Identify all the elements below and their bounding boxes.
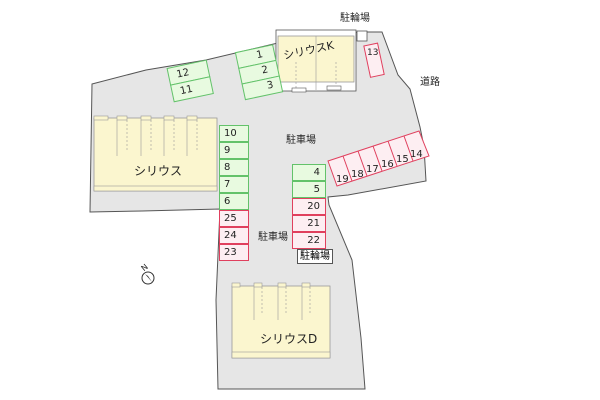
parking-slot-17: 17 — [366, 164, 379, 175]
building-sirius — [93, 115, 218, 192]
parking-slot-11: 11 — [179, 83, 194, 98]
parking-slot-15: 15 — [396, 154, 409, 165]
parking-slot-13 — [363, 42, 385, 78]
parking-slot-3: 3 — [265, 79, 275, 92]
parking-slot-14: 14 — [410, 149, 423, 160]
building-sirius-label: シリウス — [134, 164, 183, 178]
parking-slot-20: 20 — [292, 198, 326, 215]
parking-slot-16: 16 — [381, 159, 394, 170]
parking-slot-18: 18 — [351, 169, 364, 180]
parking-strip-12-11 — [166, 59, 214, 103]
parking-lower-label: 駐車場 — [258, 232, 288, 243]
parking-slot-7: 7 — [219, 176, 249, 193]
parking-slot-12: 12 — [175, 67, 191, 81]
parking-slot-4: 4 — [292, 164, 326, 181]
parking-slot-21: 21 — [292, 215, 326, 232]
parking-slot-19: 19 — [336, 174, 349, 185]
parking-slot-10: 10 — [219, 125, 249, 142]
parking-strip-1-3 — [234, 44, 284, 101]
building-sirius-k — [275, 29, 357, 93]
road-label: 道路 — [420, 77, 440, 88]
parking-slot-24: 24 — [219, 227, 249, 244]
parking-center-label: 駐車場 — [286, 135, 316, 146]
bicycle-parking-mid-label: 駐輪場 — [297, 249, 333, 264]
parking-slot-5: 5 — [292, 181, 326, 198]
parking-slot-1: 1 — [255, 49, 264, 62]
parking-slot-8: 8 — [219, 159, 249, 176]
parking-strip-19-14 — [327, 130, 430, 187]
bicycle-parking-top-label: 駐輪場 — [340, 13, 370, 24]
parking-slot-22: 22 — [292, 232, 326, 249]
north-arrow-icon — [141, 271, 155, 285]
bike-shed-top — [356, 30, 368, 42]
parking-slot-23: 23 — [219, 244, 249, 261]
parking-slot-9: 9 — [219, 142, 249, 159]
parking-slot-6: 6 — [219, 193, 249, 210]
parking-slot-25: 25 — [219, 210, 249, 227]
building-sirius-d-label: シリウスD — [260, 332, 318, 346]
building-sirius-d — [231, 282, 331, 359]
parking-slot-2: 2 — [260, 64, 270, 77]
parking-slot-13-label: 13 — [367, 48, 379, 58]
